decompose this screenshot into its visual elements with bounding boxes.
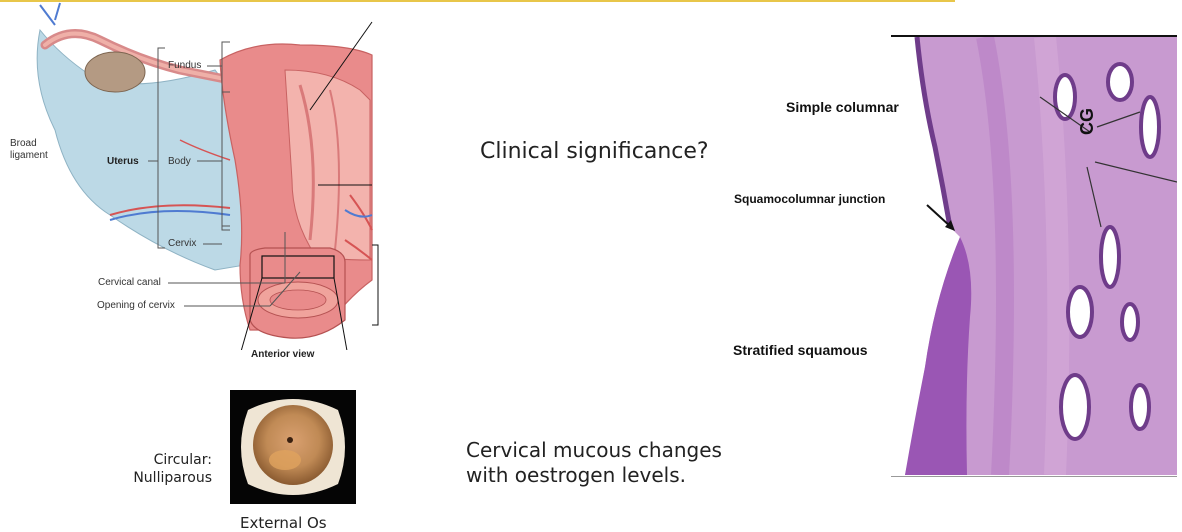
clinical-significance-question: Clinical significance? (480, 139, 709, 164)
cervical-canal-label: Cervical canal (98, 277, 161, 288)
stratified-squamous-label: Stratified squamous (733, 342, 868, 358)
broad-ligament-label: Broad ligament (10, 138, 48, 161)
uterus-label: Uterus (107, 156, 139, 167)
body-label: Body (168, 156, 191, 167)
top-accent-line (0, 0, 955, 2)
external-os-caption: External Os (240, 514, 327, 532)
cg-label: CG (1077, 108, 1097, 135)
simple-columnar-label: Simple columnar (786, 99, 899, 115)
anterior-view-label: Anterior view (251, 349, 315, 360)
uterus-anatomy-illustration (36, 2, 379, 350)
histology-micrograph (905, 37, 1177, 475)
histology-bottom-border (891, 476, 1177, 477)
squamocolumnar-junction-label: Squamocolumnar junction (734, 192, 886, 206)
opening-of-cervix-label: Opening of cervix (97, 300, 175, 311)
external-os-photo (230, 390, 356, 504)
cervix-label: Cervix (168, 238, 197, 249)
histology-top-border (891, 35, 1177, 37)
cervical-mucous-note: Cervical mucous changes with oestrogen l… (466, 438, 722, 487)
fundus-label: Fundus (168, 60, 202, 71)
circular-nulliparous-label: Circular: Nulliparous (133, 452, 212, 486)
